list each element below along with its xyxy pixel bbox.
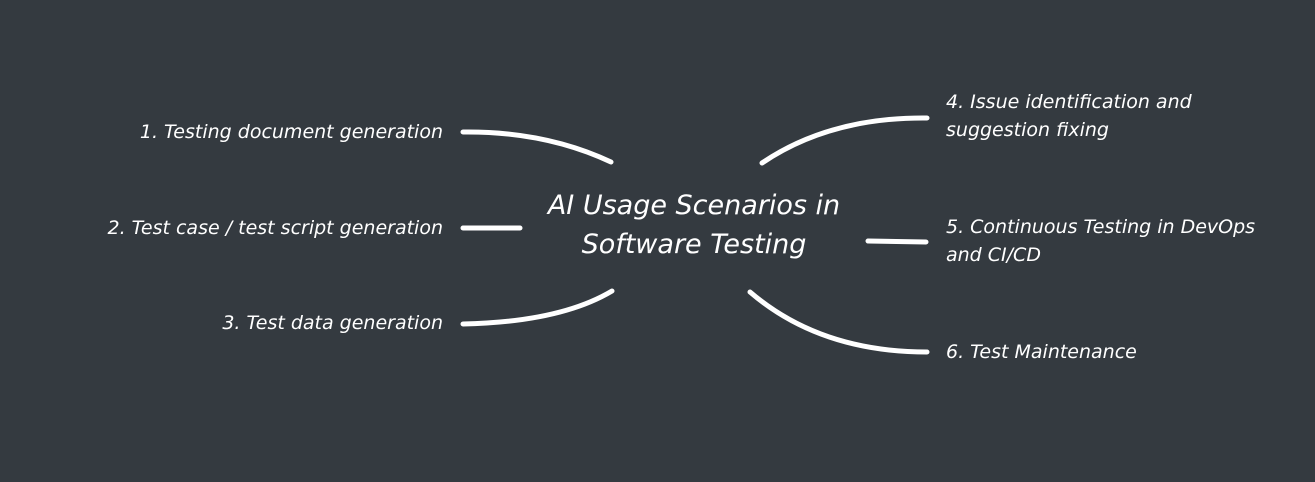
branch-4-label-line-1: 4. Issue identification and — [946, 91, 1192, 113]
branch-4: 4. Issue identification and suggestion f… — [946, 88, 1192, 144]
branch-4-label-line-2: suggestion fixing — [946, 119, 1109, 141]
branch-1: 1. Testing document generation — [140, 118, 443, 146]
branch-6: 6. Test Maintenance — [946, 338, 1137, 366]
branch-6-label: 6. Test Maintenance — [946, 341, 1137, 363]
branch-5-label-line-2: and CI/CD — [946, 244, 1041, 266]
central-topic: AI Usage Scenarios in Software Testing — [494, 186, 894, 264]
branch-1-label: 1. Testing document generation — [139, 121, 443, 143]
branch-2-label: 2. Test case / test script generation — [107, 217, 443, 239]
connector-4 — [759, 115, 930, 166]
central-topic-line-1: AI Usage Scenarios in — [547, 190, 841, 221]
branch-5-label-line-1: 5. Continuous Testing in DevOps — [946, 216, 1256, 238]
connector-5 — [865, 238, 929, 245]
branch-2: 2. Test case / test script generation — [107, 214, 443, 242]
branch-5: 5. Continuous Testing in DevOps and CI/C… — [946, 213, 1255, 269]
branch-3: 3. Test data generation — [222, 309, 443, 337]
central-topic-line-2: Software Testing — [581, 229, 807, 260]
connector-6 — [747, 289, 930, 355]
connector-3 — [460, 288, 615, 327]
branch-3-label: 3. Test data generation — [222, 312, 443, 334]
connector-1 — [460, 129, 614, 165]
